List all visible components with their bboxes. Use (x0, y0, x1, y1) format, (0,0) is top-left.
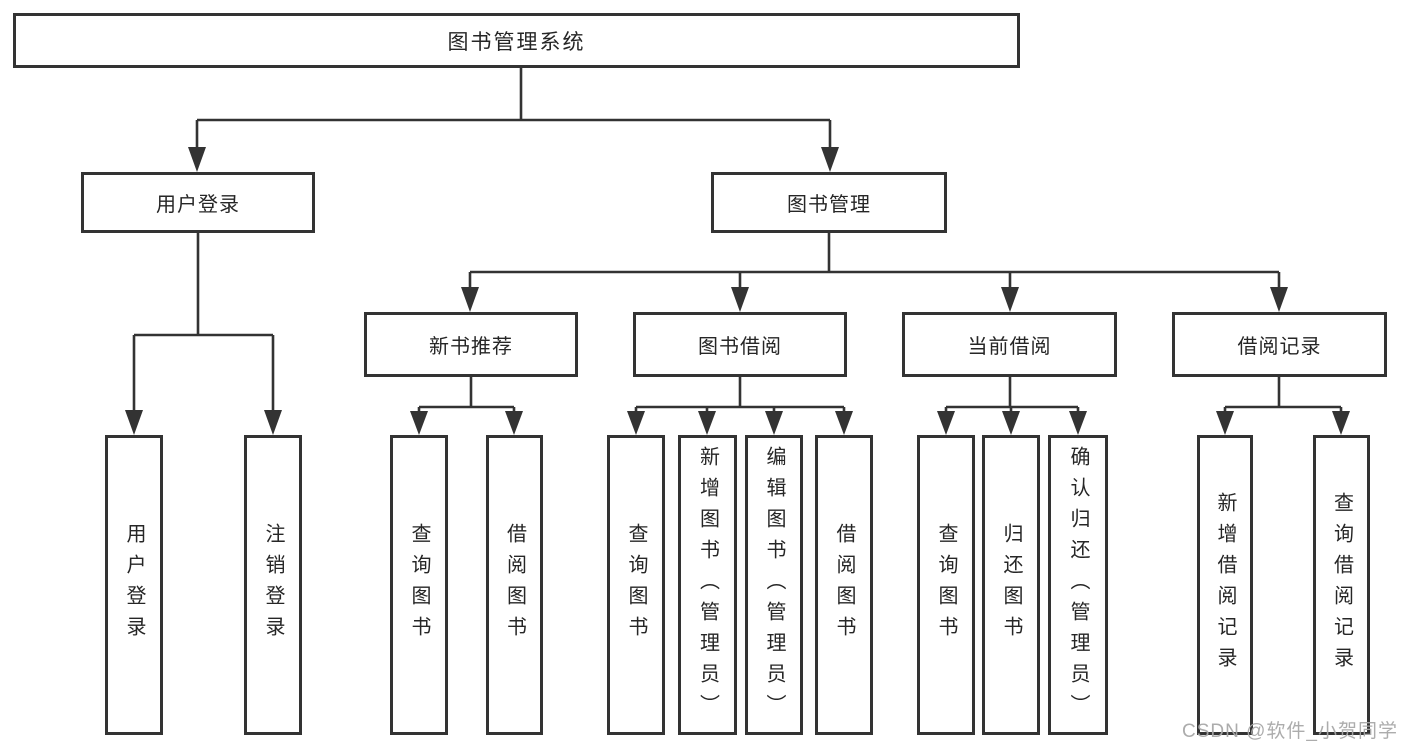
node-label: 当前借阅 (967, 336, 1052, 358)
csdn-watermark: CSDN @软件_小贺同学 (1182, 721, 1398, 742)
node-label: 查询图书 (408, 523, 430, 647)
node-library-management-system: 图书管理系统 (13, 13, 1020, 68)
leaf-borrow-books-recommend: 借阅图书 (486, 435, 543, 735)
node-book-management: 图书管理 (711, 172, 947, 233)
node-current-borrowing: 当前借阅 (902, 312, 1117, 377)
node-new-book-recommendation: 新书推荐 (364, 312, 578, 377)
leaf-confirm-return-admin: 确认归还（管理员） (1048, 435, 1108, 735)
leaf-user-login: 用户登录 (105, 435, 163, 735)
node-label: 图书管理 (787, 194, 871, 216)
node-book-borrowing: 图书借阅 (633, 312, 847, 377)
node-label: 借阅图书 (503, 523, 526, 647)
leaf-query-books-recommend: 查询图书 (390, 435, 448, 735)
node-label: 用户登录 (123, 523, 145, 647)
leaf-add-books-admin: 新增图书（管理员） (678, 435, 737, 735)
node-label: 查询图书 (625, 523, 647, 647)
leaf-query-books-borrowing: 查询图书 (607, 435, 665, 735)
leaf-add-borrow-record: 新增借阅记录 (1197, 435, 1253, 735)
leaf-return-books: 归还图书 (982, 435, 1040, 735)
node-label: 图书管理系统 (447, 30, 586, 54)
node-label: 查询借阅记录 (1330, 492, 1353, 678)
leaf-logout: 注销登录 (244, 435, 302, 735)
node-label: 归还图书 (1000, 523, 1022, 647)
leaf-query-borrow-record: 查询借阅记录 (1313, 435, 1370, 735)
node-label: 新增图书（管理员） (696, 445, 719, 725)
node-label: 新增借阅记录 (1214, 492, 1236, 678)
node-label: 图书借阅 (698, 336, 782, 358)
node-label: 确认归还（管理员） (1067, 445, 1089, 725)
node-label: 用户登录 (156, 194, 240, 216)
node-label: 注销登录 (262, 523, 284, 647)
leaf-edit-books-admin: 编辑图书（管理员） (745, 435, 803, 735)
leaf-borrow-books-borrowing: 借阅图书 (815, 435, 873, 735)
node-label: 编辑图书（管理员） (763, 445, 785, 725)
node-label: 借阅图书 (833, 523, 855, 647)
leaf-query-books-current: 查询图书 (917, 435, 975, 735)
node-borrowing-records: 借阅记录 (1172, 312, 1387, 377)
arrowhead-icons (125, 147, 1350, 435)
node-label: 查询图书 (935, 523, 957, 647)
node-label: 新书推荐 (429, 336, 513, 358)
node-label: 借阅记录 (1237, 336, 1322, 358)
node-user-login: 用户登录 (81, 172, 315, 233)
